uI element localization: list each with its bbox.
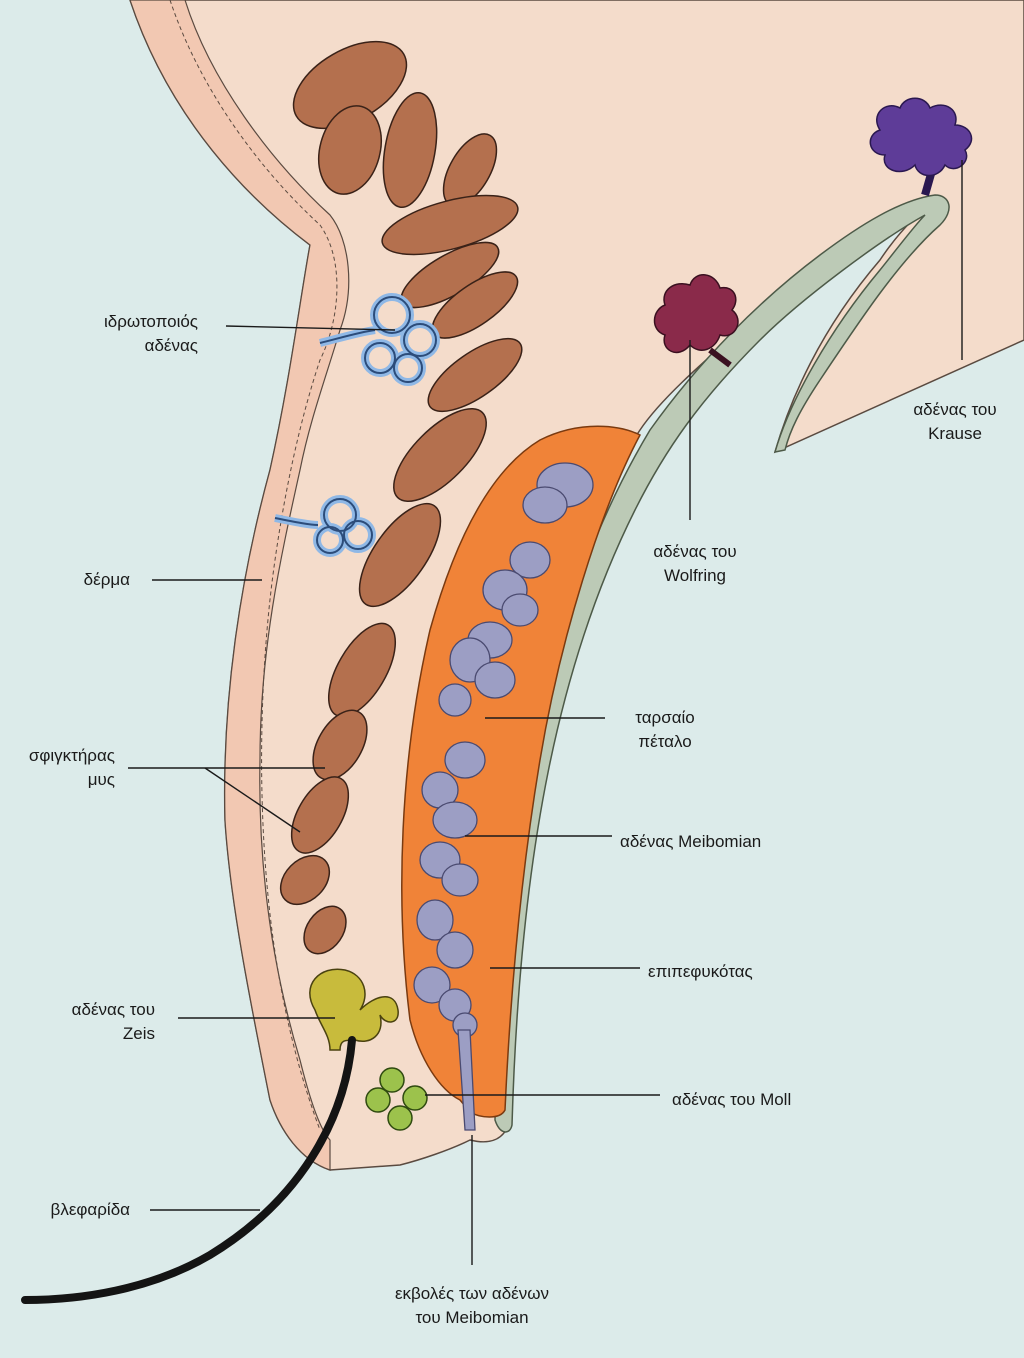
meibomian-gland [413,462,594,1131]
label-line: αδένας Meibomian [620,832,762,851]
label-wolfring: αδένας του Wolfring [635,540,755,588]
label-line: μυς [87,770,115,789]
label-zeis: αδένας του Zeis [20,998,155,1046]
label-line: αδένας του [653,542,737,561]
label-line: του Meibomian [415,1308,529,1327]
label-sweat-gland: ιδρωτοποιός αδένας [58,310,198,358]
label-conjunctiva: επιπεφυκότας [648,960,753,984]
conjunctiva-layer [494,194,950,1133]
label-line: αδένας του [913,400,997,419]
leader-sweat-gland [225,325,396,331]
leader-sphincter-2 [204,767,301,833]
label-line: ιδρωτοποιός [104,312,198,331]
label-line: Zeis [122,1024,155,1043]
label-sphincter: σφιγκτήρας μυς [10,744,115,792]
label-line: αδένας του Moll [672,1090,792,1109]
label-krause: αδένας του Krause [895,398,1015,446]
sweat-gland [274,293,440,557]
label-meibomian: αδένας Meibomian [620,830,761,854]
label-line: Krause [928,424,982,443]
label-line: αδένας του [71,1000,155,1019]
moll-gland [365,1067,428,1131]
label-skin: δέρμα [50,568,130,592]
dermis-boundary [169,0,338,1131]
label-eyelash: βλεφαρίδα [10,1198,130,1222]
label-moll: αδένας του Moll [672,1088,791,1112]
krause-gland [869,97,973,197]
label-line: σφιγκτήρας [28,746,115,765]
eyelash [21,1036,356,1304]
label-meibomian-ducts: εκβολές των αδένων του Meibomian [372,1282,572,1330]
dermis-layer [129,0,350,1171]
label-line: ταρσαίο [635,708,695,727]
label-line: αδένας [144,336,198,355]
sphincter-muscle [279,40,523,955]
wolfring-gland [653,274,739,368]
leader-lines [128,160,963,1265]
label-line: εκβολές των αδένων [394,1284,550,1303]
zeis-gland [309,968,399,1051]
label-line: δέρμα [83,570,130,589]
label-tarsal-plate: ταρσαίο πέταλο [605,706,725,754]
label-line: πέταλο [638,732,692,751]
label-line: Wolfring [663,566,727,585]
label-line: βλεφαρίδα [50,1200,130,1219]
label-line: επιπεφυκότας [648,962,753,981]
